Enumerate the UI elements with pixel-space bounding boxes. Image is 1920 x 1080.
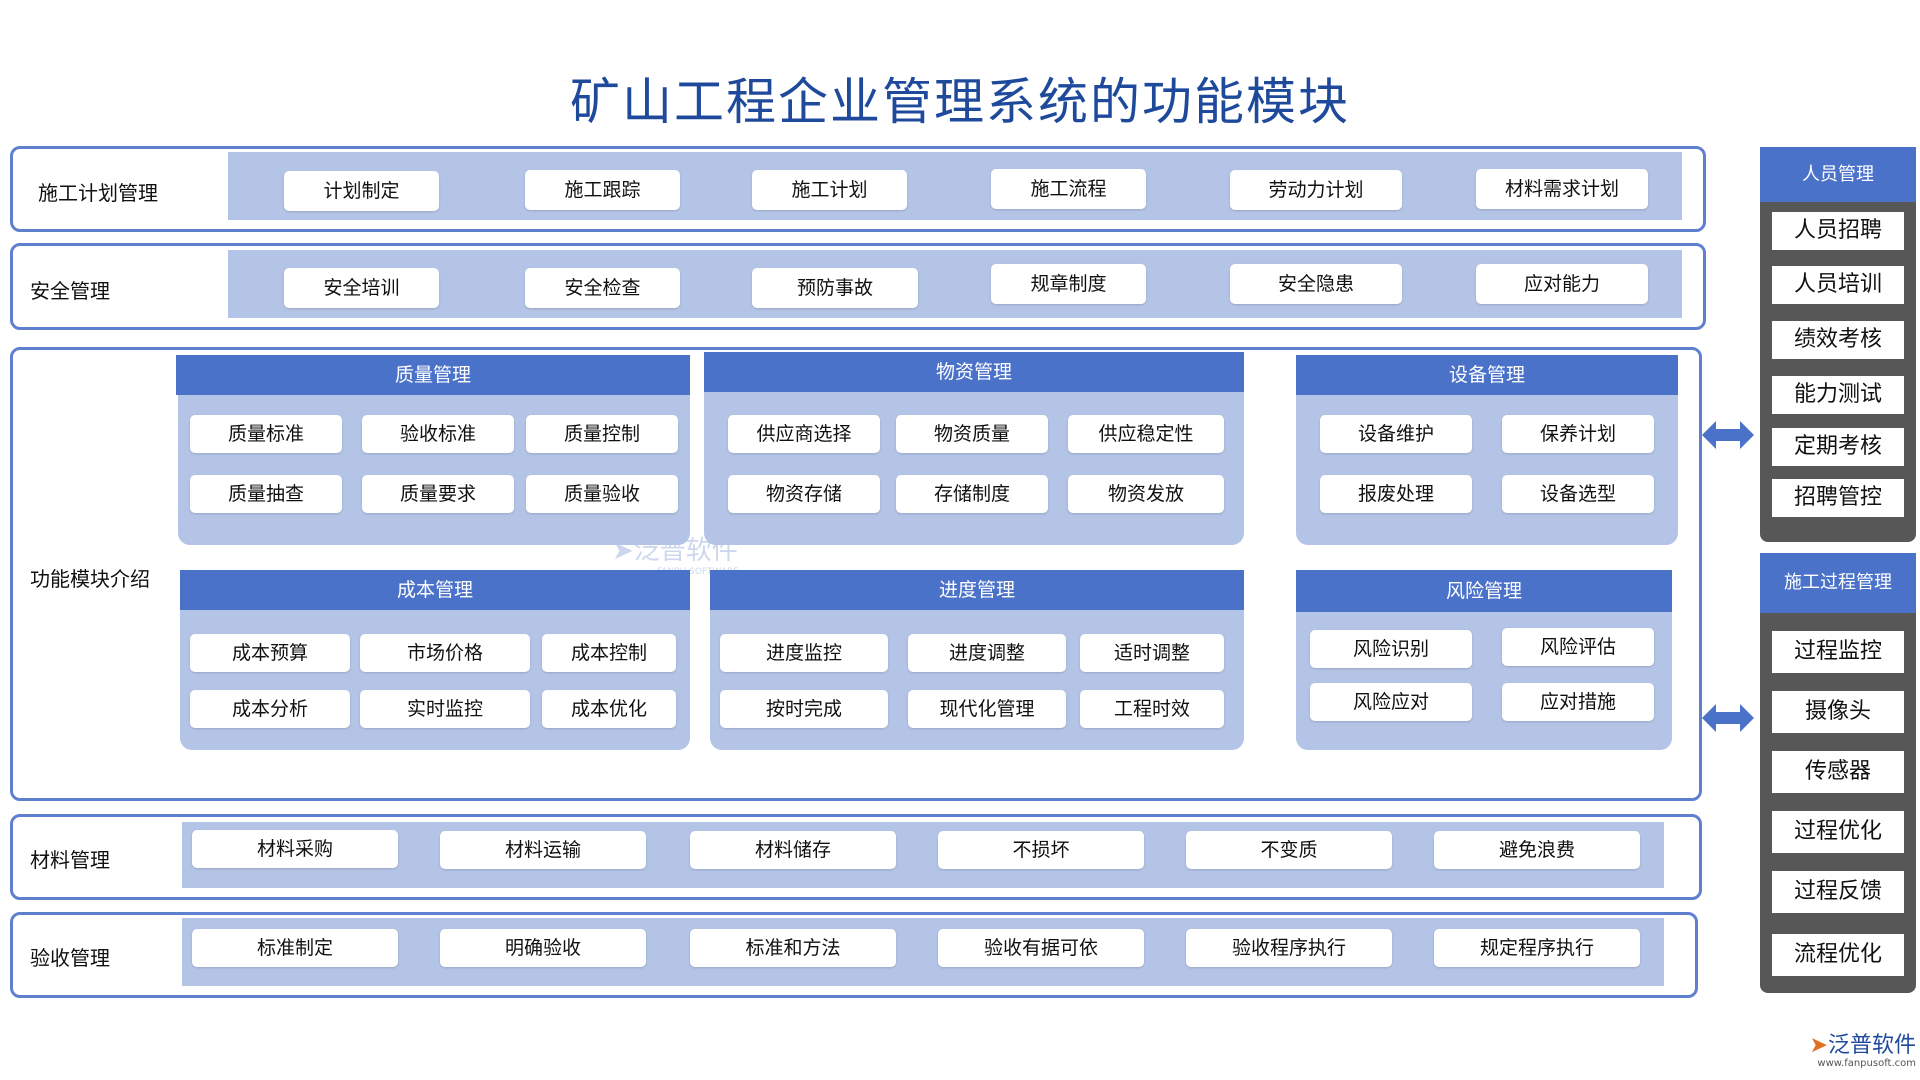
group-supplies-title: 物资管理 (704, 352, 1244, 392)
row-label-accept: 验收管理 (30, 946, 110, 970)
progress-item: 进度监控 (720, 634, 888, 672)
material-item: 材料采购 (192, 830, 398, 868)
supplies-item: 供应稳定性 (1068, 415, 1224, 453)
equipment-item: 设备选型 (1502, 475, 1654, 513)
accept-item: 明确验收 (440, 929, 646, 967)
safety-item: 应对能力 (1476, 264, 1648, 304)
process-item: 流程优化 (1772, 934, 1904, 976)
side-personnel-title: 人员管理 (1760, 147, 1916, 202)
process-item: 过程监控 (1772, 631, 1904, 673)
safety-item: 安全隐患 (1230, 264, 1402, 304)
accept-item: 验收程序执行 (1186, 929, 1392, 967)
plan-item: 施工跟踪 (525, 170, 680, 210)
quality-item: 验收标准 (362, 415, 514, 453)
accept-item: 验收有据可依 (938, 929, 1144, 967)
page-title: 矿山工程企业管理系统的功能模块 (570, 73, 1350, 131)
safety-item: 安全培训 (284, 268, 439, 308)
material-item: 材料储存 (690, 831, 896, 869)
equipment-item: 报废处理 (1320, 475, 1472, 513)
personnel-item: 人员招聘 (1772, 212, 1904, 250)
accept-item: 标准制定 (192, 929, 398, 967)
double-arrow-icon (1702, 704, 1754, 732)
process-item: 传感器 (1772, 751, 1904, 793)
quality-item: 质量要求 (362, 475, 514, 513)
group-quality-title: 质量管理 (176, 355, 690, 395)
risk-item: 风险识别 (1310, 630, 1472, 668)
progress-item: 进度调整 (908, 634, 1066, 672)
band-accept (182, 918, 1664, 986)
supplies-item: 物资质量 (896, 415, 1048, 453)
row-label-material: 材料管理 (30, 848, 110, 872)
quality-item: 质量控制 (526, 415, 678, 453)
group-equipment-title: 设备管理 (1296, 355, 1678, 395)
personnel-item: 招聘管控 (1772, 479, 1904, 517)
logo-brand: 泛普软件 (1827, 1033, 1916, 1058)
logo-icon: ➤ (1809, 1033, 1828, 1058)
cost-item: 成本预算 (190, 634, 350, 672)
safety-item: 安全检查 (525, 268, 680, 308)
supplies-item: 物资发放 (1068, 475, 1224, 513)
quality-item: 质量抽查 (190, 475, 342, 513)
brand-logo: ➤泛普软件 www.fanpusoft.com (1790, 1033, 1916, 1070)
risk-item: 风险评估 (1502, 628, 1654, 666)
progress-item: 现代化管理 (908, 690, 1066, 728)
process-item: 过程反馈 (1772, 871, 1904, 913)
personnel-item: 定期考核 (1772, 428, 1904, 466)
risk-item: 风险应对 (1310, 683, 1472, 721)
row-label-safety: 安全管理 (30, 279, 110, 303)
supplies-item: 存储制度 (896, 475, 1048, 513)
material-item: 不损坏 (938, 831, 1144, 869)
personnel-item: 人员培训 (1772, 266, 1904, 304)
cost-item: 市场价格 (360, 634, 530, 672)
accept-item: 标准和方法 (690, 929, 896, 967)
risk-item: 应对措施 (1502, 683, 1654, 721)
band-material (182, 822, 1664, 888)
plan-item: 施工计划 (752, 170, 907, 210)
plan-item: 施工流程 (991, 169, 1146, 209)
plan-item: 劳动力计划 (1230, 170, 1402, 210)
cost-item: 成本优化 (542, 690, 676, 728)
double-arrow-icon (1702, 421, 1754, 449)
safety-item: 规章制度 (991, 264, 1146, 304)
band-safety (228, 250, 1682, 318)
progress-item: 按时完成 (720, 690, 888, 728)
process-item: 摄像头 (1772, 691, 1904, 733)
progress-item: 工程时效 (1080, 690, 1224, 728)
process-item: 过程优化 (1772, 811, 1904, 853)
row-label-plan: 施工计划管理 (38, 181, 158, 205)
group-cost-title: 成本管理 (180, 570, 690, 610)
quality-item: 质量标准 (190, 415, 342, 453)
material-item: 材料运输 (440, 831, 646, 869)
personnel-item: 绩效考核 (1772, 321, 1904, 359)
personnel-item: 能力测试 (1772, 376, 1904, 414)
supplies-item: 物资存储 (728, 475, 880, 513)
supplies-item: 供应商选择 (728, 415, 880, 453)
logo-url: www.fanpusoft.com (1817, 1058, 1916, 1069)
accept-item: 规定程序执行 (1434, 929, 1640, 967)
equipment-item: 保养计划 (1502, 415, 1654, 453)
cost-item: 实时监控 (360, 690, 530, 728)
plan-item: 材料需求计划 (1476, 169, 1648, 209)
equipment-item: 设备维护 (1320, 415, 1472, 453)
group-progress-title: 进度管理 (710, 570, 1244, 610)
plan-item: 计划制定 (284, 171, 439, 211)
side-process-title: 施工过程管理 (1760, 553, 1916, 613)
cost-item: 成本控制 (542, 634, 676, 672)
progress-item: 适时调整 (1080, 634, 1224, 672)
material-item: 不变质 (1186, 831, 1392, 869)
material-item: 避免浪费 (1434, 831, 1640, 869)
quality-item: 质量验收 (526, 475, 678, 513)
group-risk-title: 风险管理 (1296, 570, 1672, 612)
watermark-sub: FANPU SOFTWARE (657, 567, 739, 577)
row-label-func: 功能模块介绍 (30, 567, 150, 591)
safety-item: 预防事故 (752, 268, 918, 308)
band-plan (228, 152, 1682, 220)
cost-item: 成本分析 (190, 690, 350, 728)
